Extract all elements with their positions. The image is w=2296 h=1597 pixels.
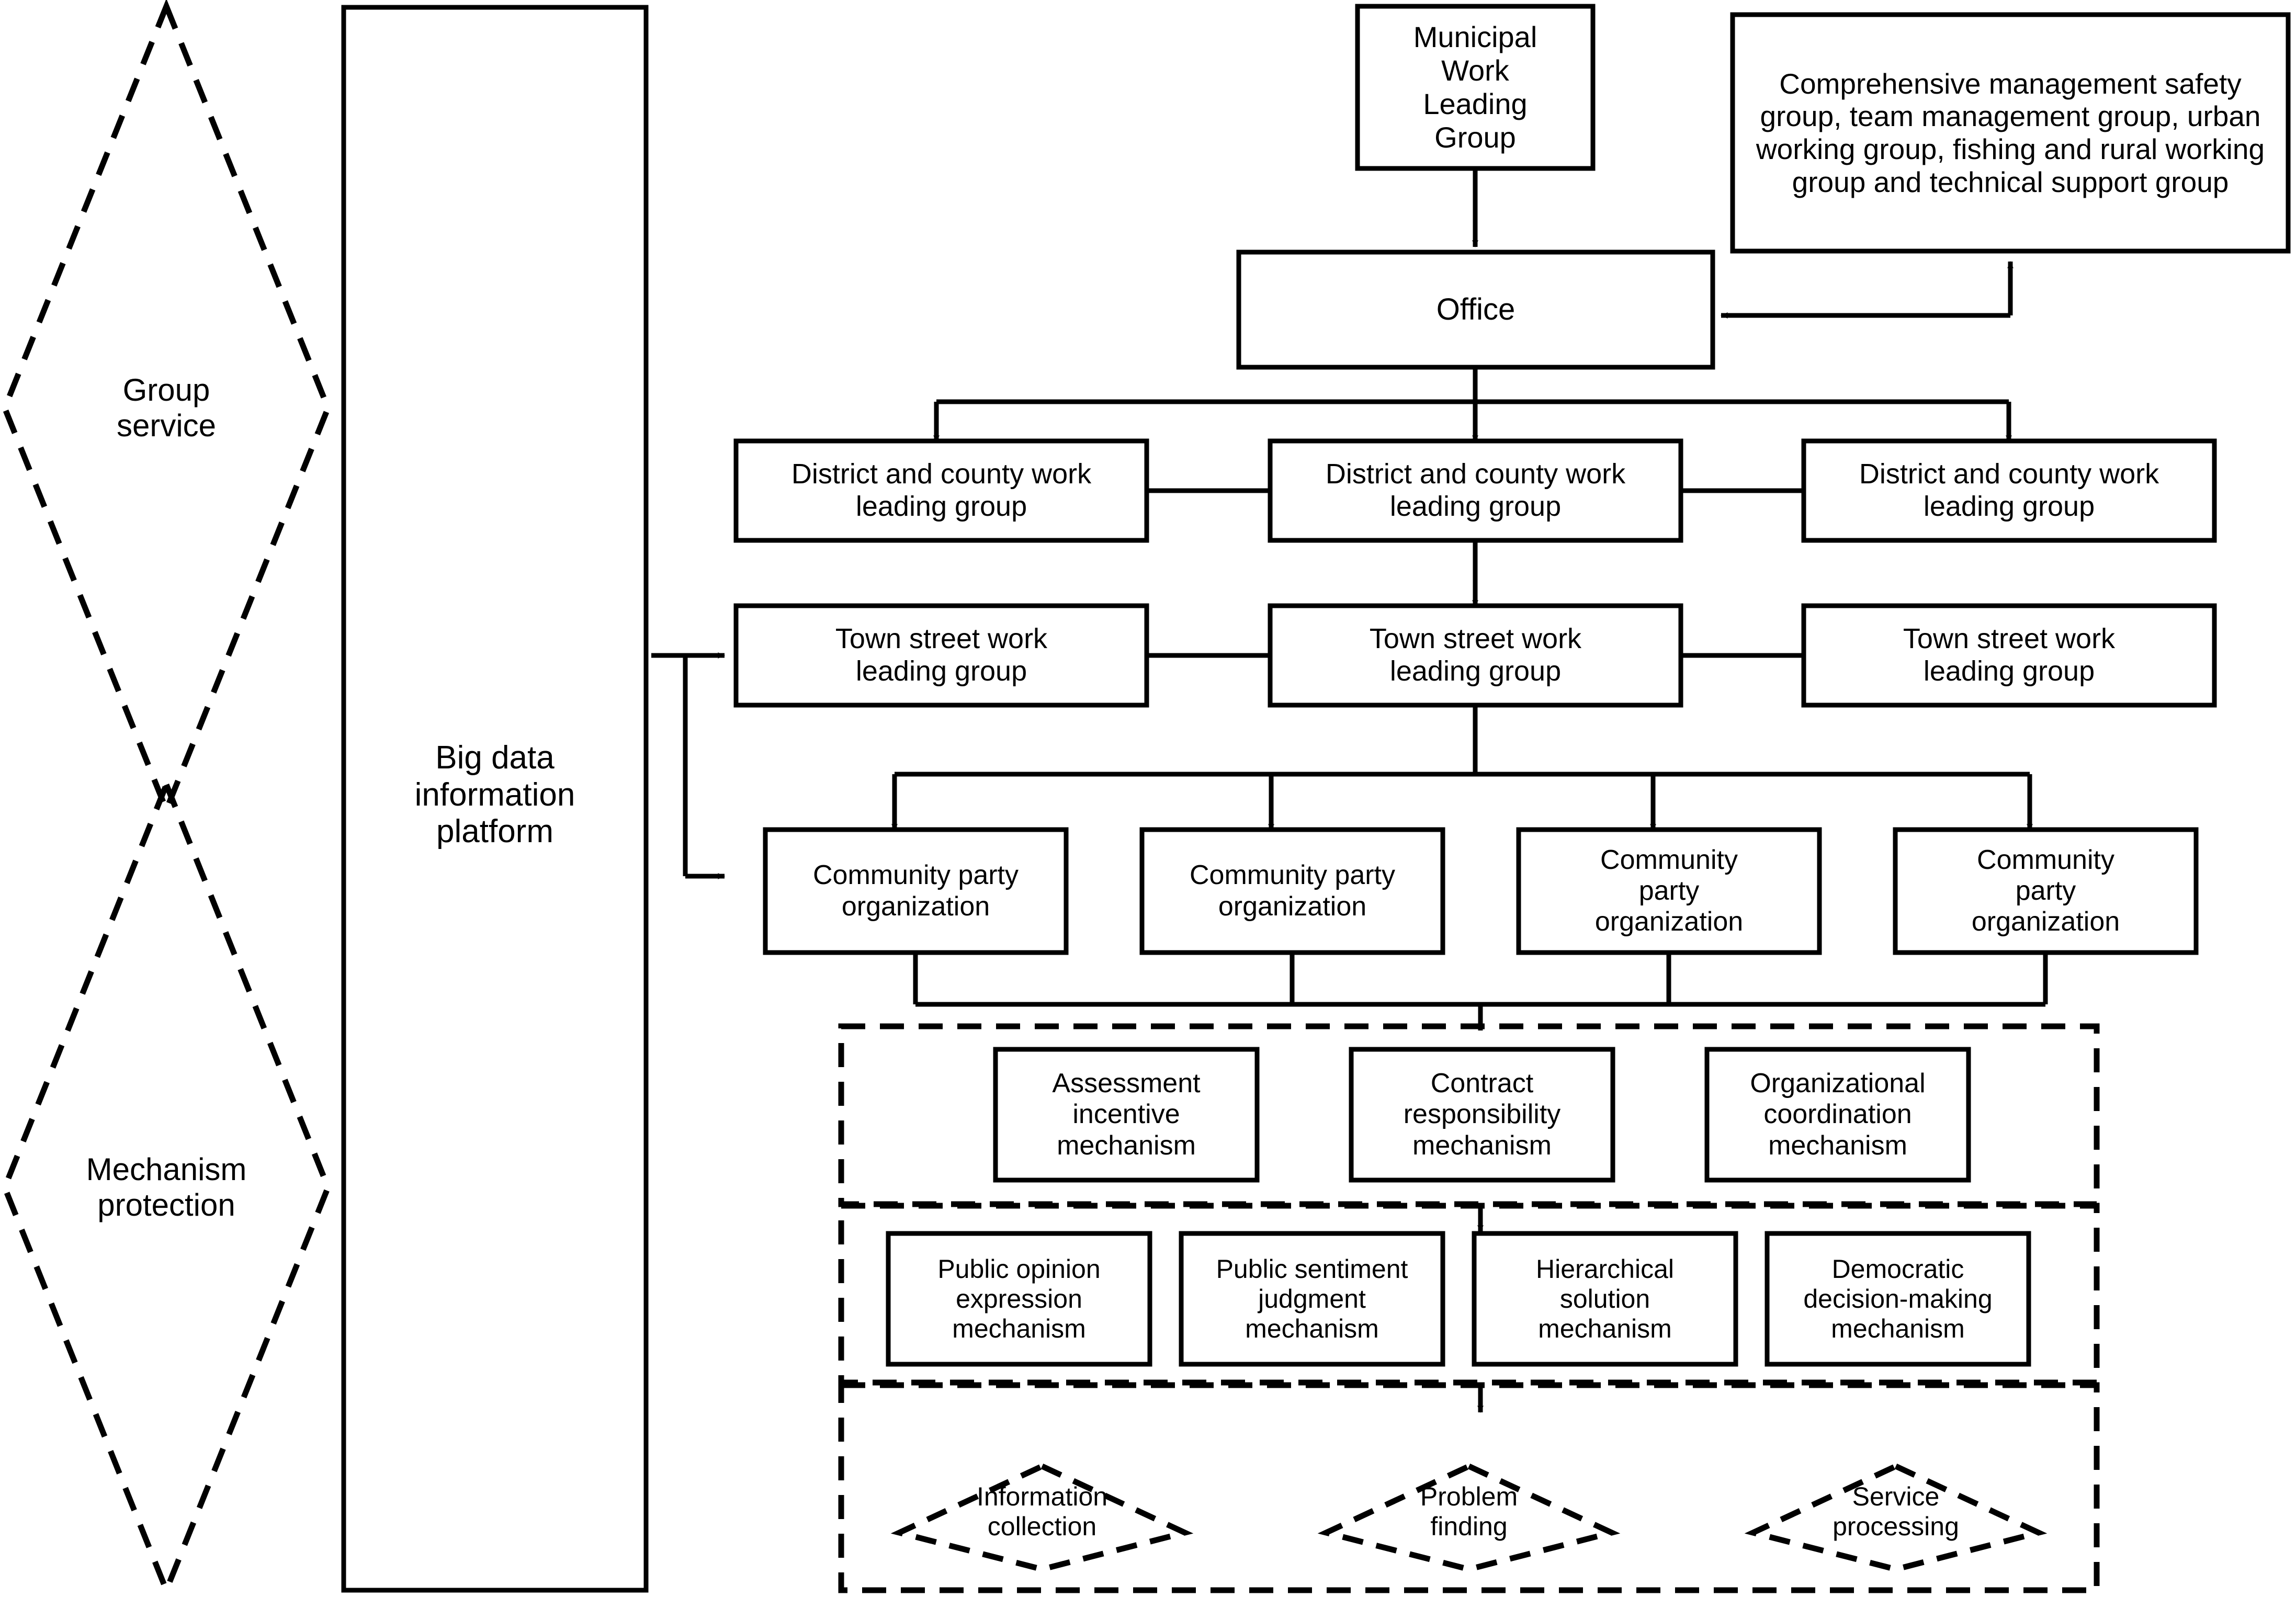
mech2-box-1 [886, 1231, 1152, 1367]
town-box-3 [1801, 603, 2217, 708]
community-box-1 [763, 827, 1069, 955]
mech1-box-3 [1704, 1047, 1971, 1183]
town-box-2 [1268, 603, 1683, 708]
big-data-platform-box [341, 5, 649, 1593]
mech1-box-1 [993, 1047, 1260, 1183]
mechanism-protection-diamond [2, 777, 331, 1597]
mech2-box-4 [1765, 1231, 2031, 1367]
service-process-container [838, 1382, 2100, 1593]
mech2-box-2 [1179, 1231, 1445, 1367]
office-box [1236, 250, 1715, 370]
process-diamond-2 [1317, 1463, 1621, 1572]
community-box-2 [1139, 827, 1445, 955]
community-box-4 [1893, 827, 2199, 955]
town-box-1 [733, 603, 1149, 708]
group-service-diamond [2, 0, 331, 818]
district-box-1 [733, 438, 1149, 543]
process-diamond-3 [1744, 1463, 2048, 1572]
community-box-3 [1516, 827, 1822, 955]
district-box-2 [1268, 438, 1683, 543]
comprehensive-groups-box [1730, 12, 2291, 254]
process-diamond-1 [890, 1463, 1194, 1572]
municipal-box [1355, 4, 1596, 171]
mech1-box-2 [1349, 1047, 1615, 1183]
mech2-box-3 [1472, 1231, 1738, 1367]
district-box-3 [1801, 438, 2217, 543]
